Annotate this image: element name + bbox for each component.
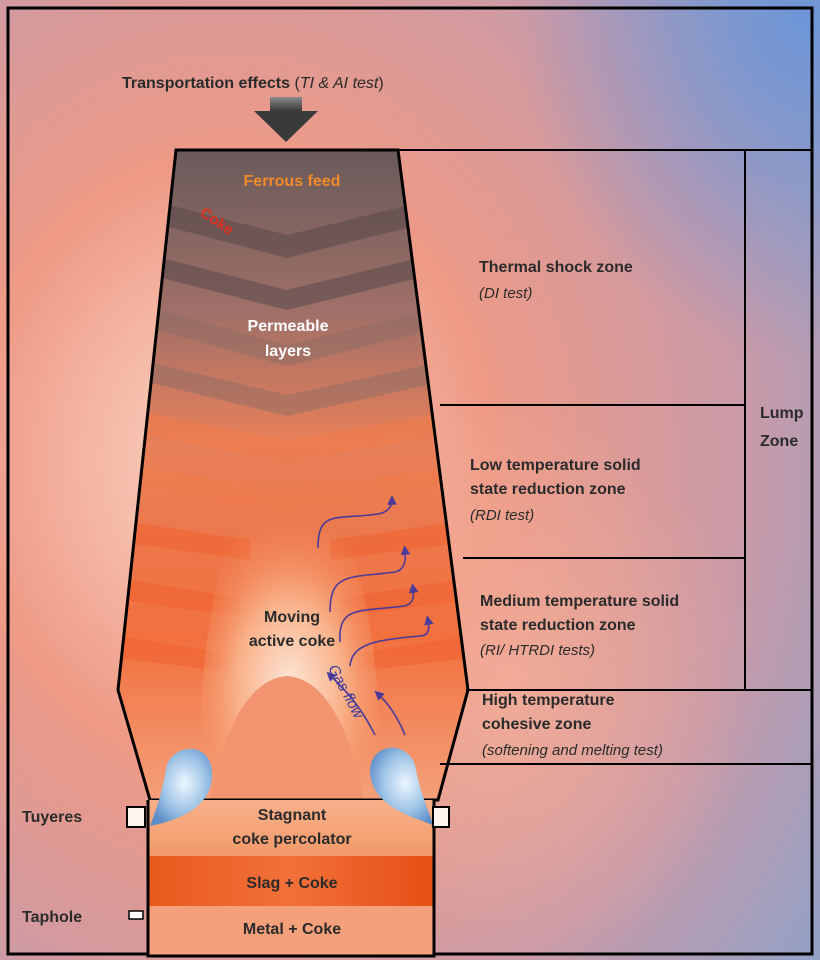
zone-title: state reduction zone [480, 617, 636, 634]
permeable-label-line2: layers [265, 343, 311, 360]
header-paren-close: ) [378, 75, 383, 92]
tuyeres-label: Tuyeres [22, 809, 82, 826]
header-title: Transportation effects [122, 75, 290, 92]
moving-coke-label-line2: active coke [249, 633, 335, 650]
zone-title: cohesive zone [482, 716, 591, 733]
metal-label: Metal + Coke [243, 921, 341, 938]
stagnant-label-line2: coke percolator [232, 831, 351, 848]
zone-title: Medium temperature solid [480, 593, 679, 610]
zone-title: Low temperature solid [470, 457, 641, 474]
permeable-label-line1: Permeable [248, 318, 329, 335]
zone-test-name: RI/ HTRDI tests [485, 642, 591, 659]
zone-title: state reduction zone [470, 481, 626, 498]
zone-title: Thermal shock zone [479, 259, 633, 276]
header-title-line: Transportation effects (TI & AI test) [122, 75, 384, 92]
ferrous-feed-label: Ferrous feed [244, 173, 341, 190]
zone-title: High temperature [482, 692, 615, 709]
slag-label: Slag + Coke [246, 875, 337, 892]
right-tuyere-port [433, 807, 449, 827]
zone-test-name: softening and melting test [487, 742, 659, 759]
header-tests: TI & AI test [300, 75, 379, 92]
moving-coke-label-line1: Moving [264, 609, 320, 626]
zone-test: (RDI test) [470, 507, 534, 524]
zone-test: (DI test) [479, 285, 532, 302]
zone-test: (RI/ HTRDI tests) [480, 642, 595, 659]
taphole-port [129, 911, 143, 919]
left-tuyere-port [127, 807, 145, 827]
zone-test-name: DI test [484, 285, 528, 302]
zone-test-name: RDI test [475, 507, 530, 524]
zone-test: (softening and melting test) [482, 742, 663, 759]
lump-zone-label-line2: Zone [760, 433, 798, 450]
stagnant-label-line1: Stagnant [258, 807, 327, 824]
lump-zone-label-line1: Lump [760, 405, 804, 422]
taphole-label: Taphole [22, 909, 82, 926]
